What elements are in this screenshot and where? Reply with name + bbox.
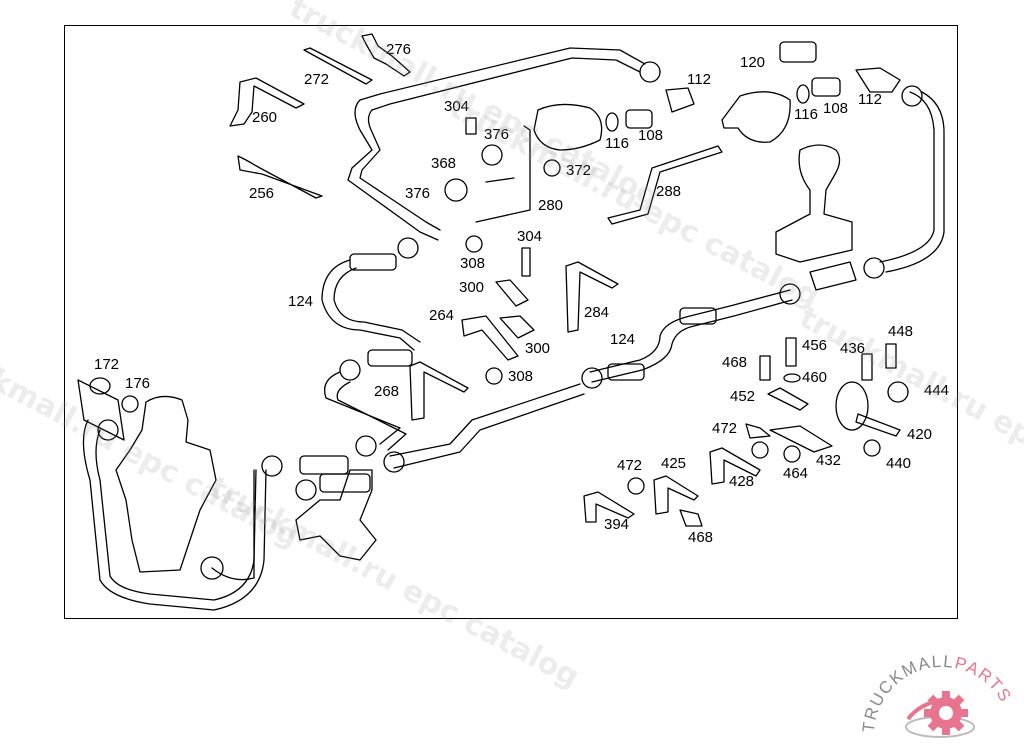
part-label[interactable]: 300	[525, 340, 551, 357]
part-label[interactable]: 172	[94, 356, 120, 373]
bracket-260	[229, 77, 305, 127]
nut-308-lower	[485, 367, 503, 385]
part-label[interactable]: 120	[740, 54, 766, 71]
part-label[interactable]: 368	[431, 155, 457, 172]
bolt-304-lower	[521, 247, 531, 277]
hardware-lower-right	[583, 337, 909, 527]
clip-300-upper	[495, 279, 529, 307]
part-label[interactable]: 372	[566, 162, 592, 179]
part-label[interactable]: 124	[288, 293, 314, 310]
clip-300-lower	[499, 315, 535, 339]
part-label[interactable]: 432	[816, 452, 842, 469]
part-label[interactable]: 116	[794, 106, 818, 123]
part-label[interactable]: 376	[484, 126, 510, 143]
part-label[interactable]: 116	[605, 135, 629, 152]
bracket-276	[361, 33, 411, 77]
hose-124-right	[581, 283, 801, 389]
part-label[interactable]: 464	[783, 465, 809, 482]
bracket-284	[565, 261, 619, 333]
part-label[interactable]: 288	[656, 183, 682, 200]
diagram-frame	[64, 25, 958, 619]
relay-valve-lower	[295, 455, 377, 561]
left-loop-pipe	[82, 419, 283, 611]
part-label[interactable]: 176	[125, 375, 151, 392]
part-label[interactable]: 300	[459, 279, 485, 296]
part-label[interactable]: 472	[617, 457, 643, 474]
clamp-set	[444, 117, 531, 223]
part-label[interactable]: 468	[688, 529, 714, 546]
part-label[interactable]: 256	[249, 185, 275, 202]
bracket-264	[461, 315, 519, 361]
part-label[interactable]: 304	[444, 98, 470, 115]
part-label[interactable]: 376	[405, 185, 431, 202]
lower-pipes	[323, 371, 585, 473]
part-label[interactable]: 425	[661, 455, 687, 472]
bracket-272	[303, 47, 373, 85]
part-label[interactable]: 308	[460, 255, 486, 272]
part-label[interactable]: 108	[823, 100, 849, 117]
part-label[interactable]: 260	[252, 109, 278, 126]
part-label[interactable]: 456	[802, 337, 828, 354]
part-label[interactable]: 420	[907, 426, 933, 443]
nut-308-upper	[465, 235, 483, 253]
part-label[interactable]: 108	[638, 127, 664, 144]
part-label[interactable]: 428	[729, 473, 755, 490]
part-label[interactable]: 472	[712, 420, 738, 437]
part-label[interactable]: 112	[858, 91, 882, 108]
bracket-268	[409, 361, 469, 421]
truckmallparts-logo[interactable]: TRUCKMALLPARTS	[859, 652, 1020, 747]
hose-124-left	[321, 237, 421, 381]
compressor-assembly	[77, 377, 217, 573]
part-label[interactable]: 308	[508, 368, 534, 385]
part-label[interactable]: 452	[730, 388, 756, 405]
upper-pipe	[347, 47, 661, 241]
part-label[interactable]: 460	[802, 369, 828, 386]
part-label[interactable]: 394	[604, 516, 630, 533]
right-loop-pipe	[879, 85, 945, 273]
part-label[interactable]: 448	[888, 323, 914, 340]
part-label[interactable]: 112	[687, 71, 711, 88]
bracket-256	[237, 155, 323, 199]
part-label[interactable]: 284	[584, 304, 610, 321]
part-label[interactable]: 444	[924, 382, 950, 399]
part-label[interactable]: 280	[538, 197, 564, 214]
part-label[interactable]: 272	[304, 71, 330, 88]
part-label[interactable]: 440	[886, 455, 912, 472]
relay-valve-right	[775, 144, 885, 291]
part-label[interactable]: 276	[386, 41, 412, 58]
valve-body-right	[721, 41, 901, 143]
part-label[interactable]: 264	[429, 307, 455, 324]
part-label[interactable]: 124	[610, 331, 636, 348]
part-label[interactable]: 436	[840, 340, 866, 357]
valve-body-116-108	[533, 87, 695, 151]
gear-icon: TRUCKMALLPARTS	[859, 652, 1014, 738]
part-label[interactable]: 304	[517, 228, 543, 245]
nut-372	[543, 159, 561, 177]
bracket-288	[607, 145, 723, 225]
part-label[interactable]: 268	[374, 383, 400, 400]
part-label[interactable]: 468	[722, 354, 748, 371]
